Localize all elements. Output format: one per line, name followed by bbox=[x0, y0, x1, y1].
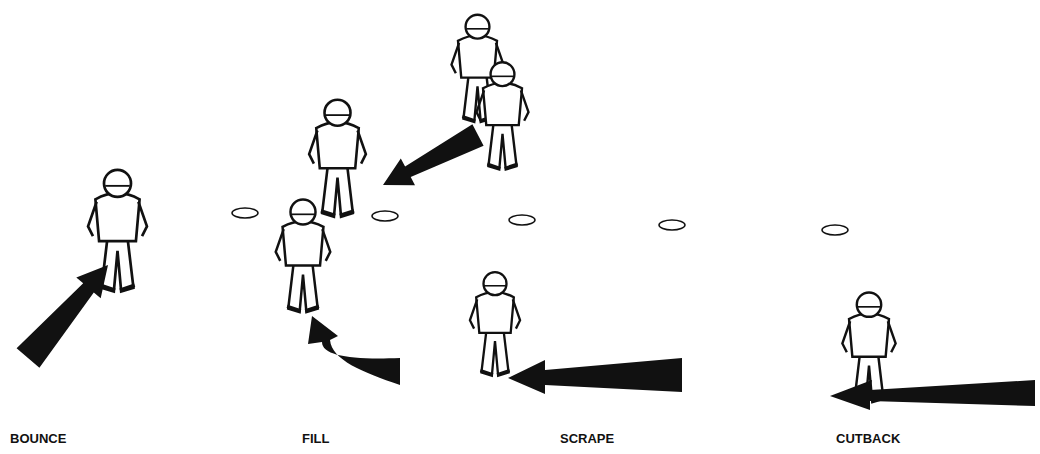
drill-label: FILL bbox=[302, 432, 329, 445]
drill-label: SCRAPE bbox=[560, 432, 614, 445]
players bbox=[88, 15, 896, 402]
movement-arrows bbox=[17, 124, 1035, 410]
drill-label: CUTBACK bbox=[836, 432, 900, 445]
drill-label: BOUNCE bbox=[10, 432, 66, 445]
